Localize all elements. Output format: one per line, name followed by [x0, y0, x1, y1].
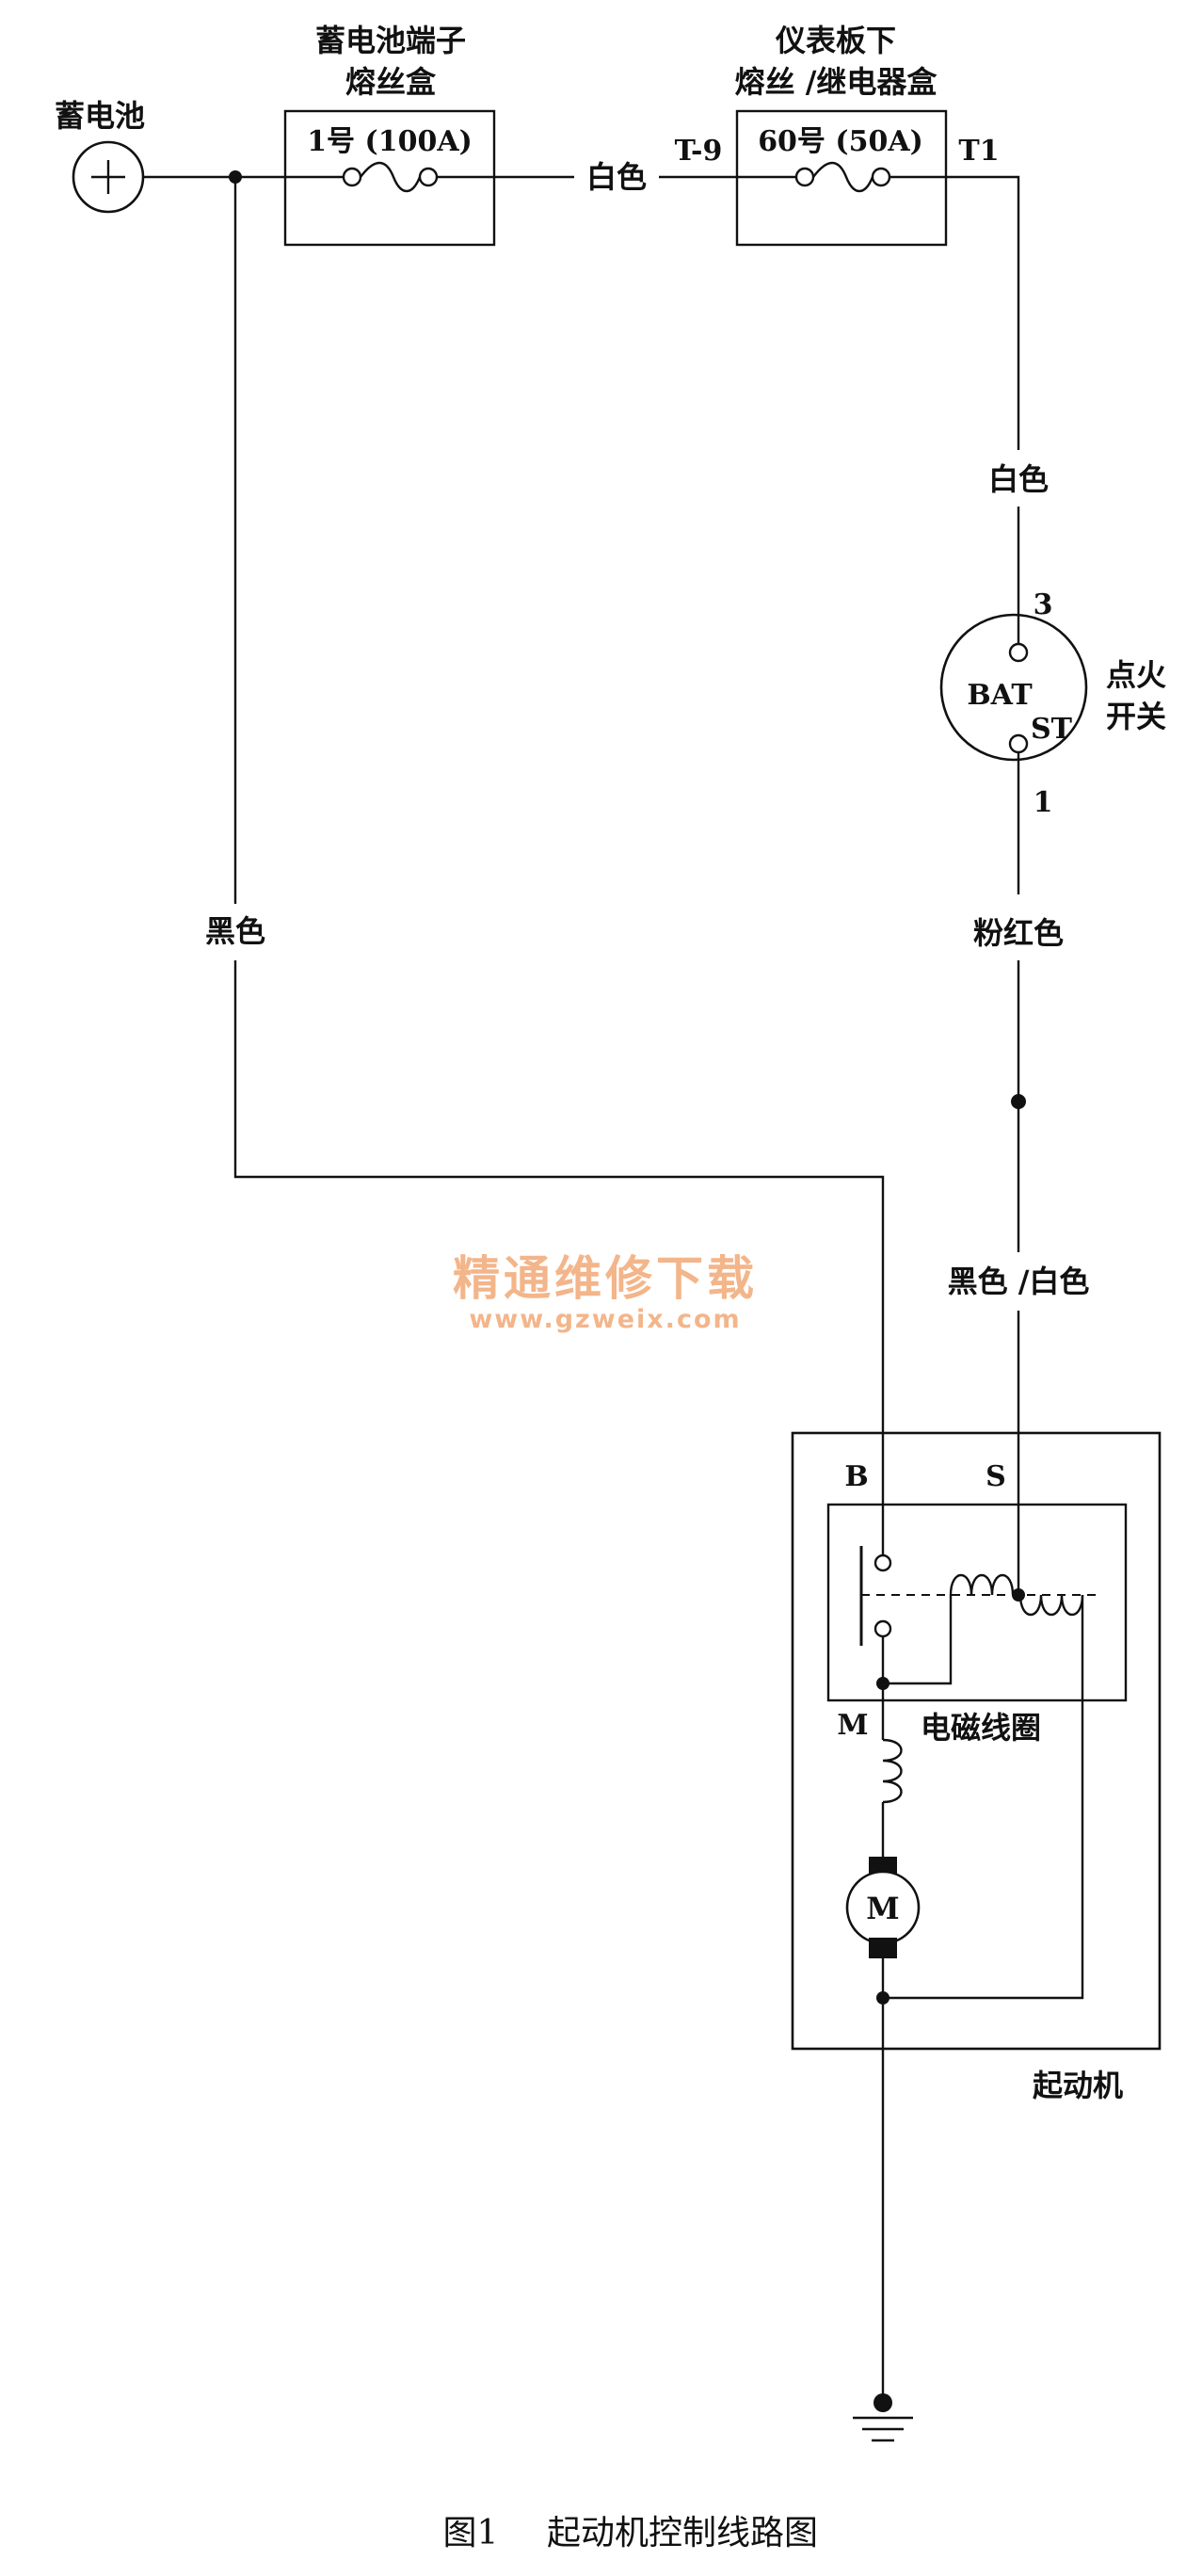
contact-m [873, 1619, 892, 1638]
hold-in-coil-icon [1018, 1594, 1084, 1616]
fuse-1-terminal-left [342, 167, 362, 187]
fuse-box-1-title-line1: 蓄电池端子 [315, 23, 466, 58]
fuse-1-terminal-right [418, 167, 439, 187]
fuse-box-1: 蓄电池端子 熔丝盒 1号 (100A) [283, 23, 496, 247]
wire-hold-coil-to-ground [883, 1595, 1084, 2000]
fuse-box-2-title-line2: 熔丝 /继电器盒 [735, 64, 938, 100]
contact-b [873, 1554, 892, 1572]
watermark-url: www.gzweix.com [469, 1305, 741, 1334]
switch-terminal-bat [1008, 642, 1029, 663]
starter-frame [791, 1431, 1162, 2051]
terminal-s-label: S [986, 1460, 1006, 1493]
junction-dot-s [1012, 1588, 1025, 1602]
terminal-b-label: B [844, 1460, 868, 1493]
starter: B S M 电磁线圈 M 起动机 [791, 1431, 1162, 2103]
fuse-box-1-title-line2: 熔丝盒 [345, 64, 437, 100]
wire-color-label-white-2: 白色 [988, 461, 1049, 497]
motor-label: M [866, 1891, 899, 1926]
fuse-box-2-title-line1: 仪表板下 [775, 23, 896, 58]
figure-number: 图1 [443, 2514, 499, 2552]
ignition-switch-label-line2: 开关 [1106, 699, 1166, 734]
fuse-60-label: 60号 (50A) [758, 125, 923, 158]
wire-color-label-black: 黑色 [205, 913, 265, 949]
fuse-icon [360, 161, 422, 193]
solenoid-frame [826, 1503, 1128, 1702]
watermark-text: 精通维修下载 [453, 1251, 758, 1306]
ground-junction-dot [873, 2393, 892, 2412]
solenoid-label: 电磁线圈 [921, 1710, 1041, 1746]
ignition-switch: 3 BAT ST 点火 开关 1 [939, 588, 1166, 819]
ground-icon [853, 2393, 913, 2442]
ignition-switch-body [939, 613, 1088, 762]
wire-fuse2-to-label [946, 175, 1020, 450]
ignition-switch-label-line1: 点火 [1106, 657, 1166, 693]
field-coil-icon [882, 1738, 903, 1804]
switch-pin-3: 3 [1034, 588, 1053, 621]
fuse-1-label: 1号 (100A) [307, 125, 473, 158]
battery-label: 蓄电池 [55, 98, 145, 134]
switch-pin-1: 1 [1034, 786, 1053, 819]
terminal-t1-label: T1 [958, 135, 999, 168]
fuse-box-2: 仪表板下 熔丝 /继电器盒 T-9 T1 60号 (50A) [675, 23, 1000, 247]
fuse-60-terminal-left [794, 167, 815, 187]
figure-caption: 起动机控制线路图 [547, 2514, 818, 2552]
watermark: 精通维修下载 www.gzweix.com [453, 1251, 758, 1334]
junction-dot-switch-line [1011, 1094, 1026, 1109]
fuse-60-terminal-right [871, 167, 891, 187]
motor-brush-bottom [869, 1938, 897, 1958]
fuse-icon [812, 161, 874, 193]
wire-color-label-black-white: 黑色 /白色 [948, 1264, 1090, 1299]
switch-st-label: ST [1031, 713, 1073, 746]
terminal-m-label: M [837, 1709, 868, 1742]
junction-dot-m [876, 1677, 889, 1690]
terminal-t9-label: T-9 [675, 135, 723, 168]
switch-terminal-st [1008, 733, 1029, 754]
starter-label: 起动机 [1033, 2068, 1123, 2103]
wire-black-to-terminal-b [233, 960, 885, 1544]
battery: 蓄电池 [55, 98, 145, 214]
wire-color-label-white-1: 白色 [586, 159, 647, 195]
wire-coil-to-m [883, 1595, 953, 1685]
pull-in-coil-icon [949, 1574, 1015, 1596]
switch-bat-label: BAT [967, 679, 1033, 712]
wire-color-label-pink: 粉红色 [973, 915, 1064, 951]
